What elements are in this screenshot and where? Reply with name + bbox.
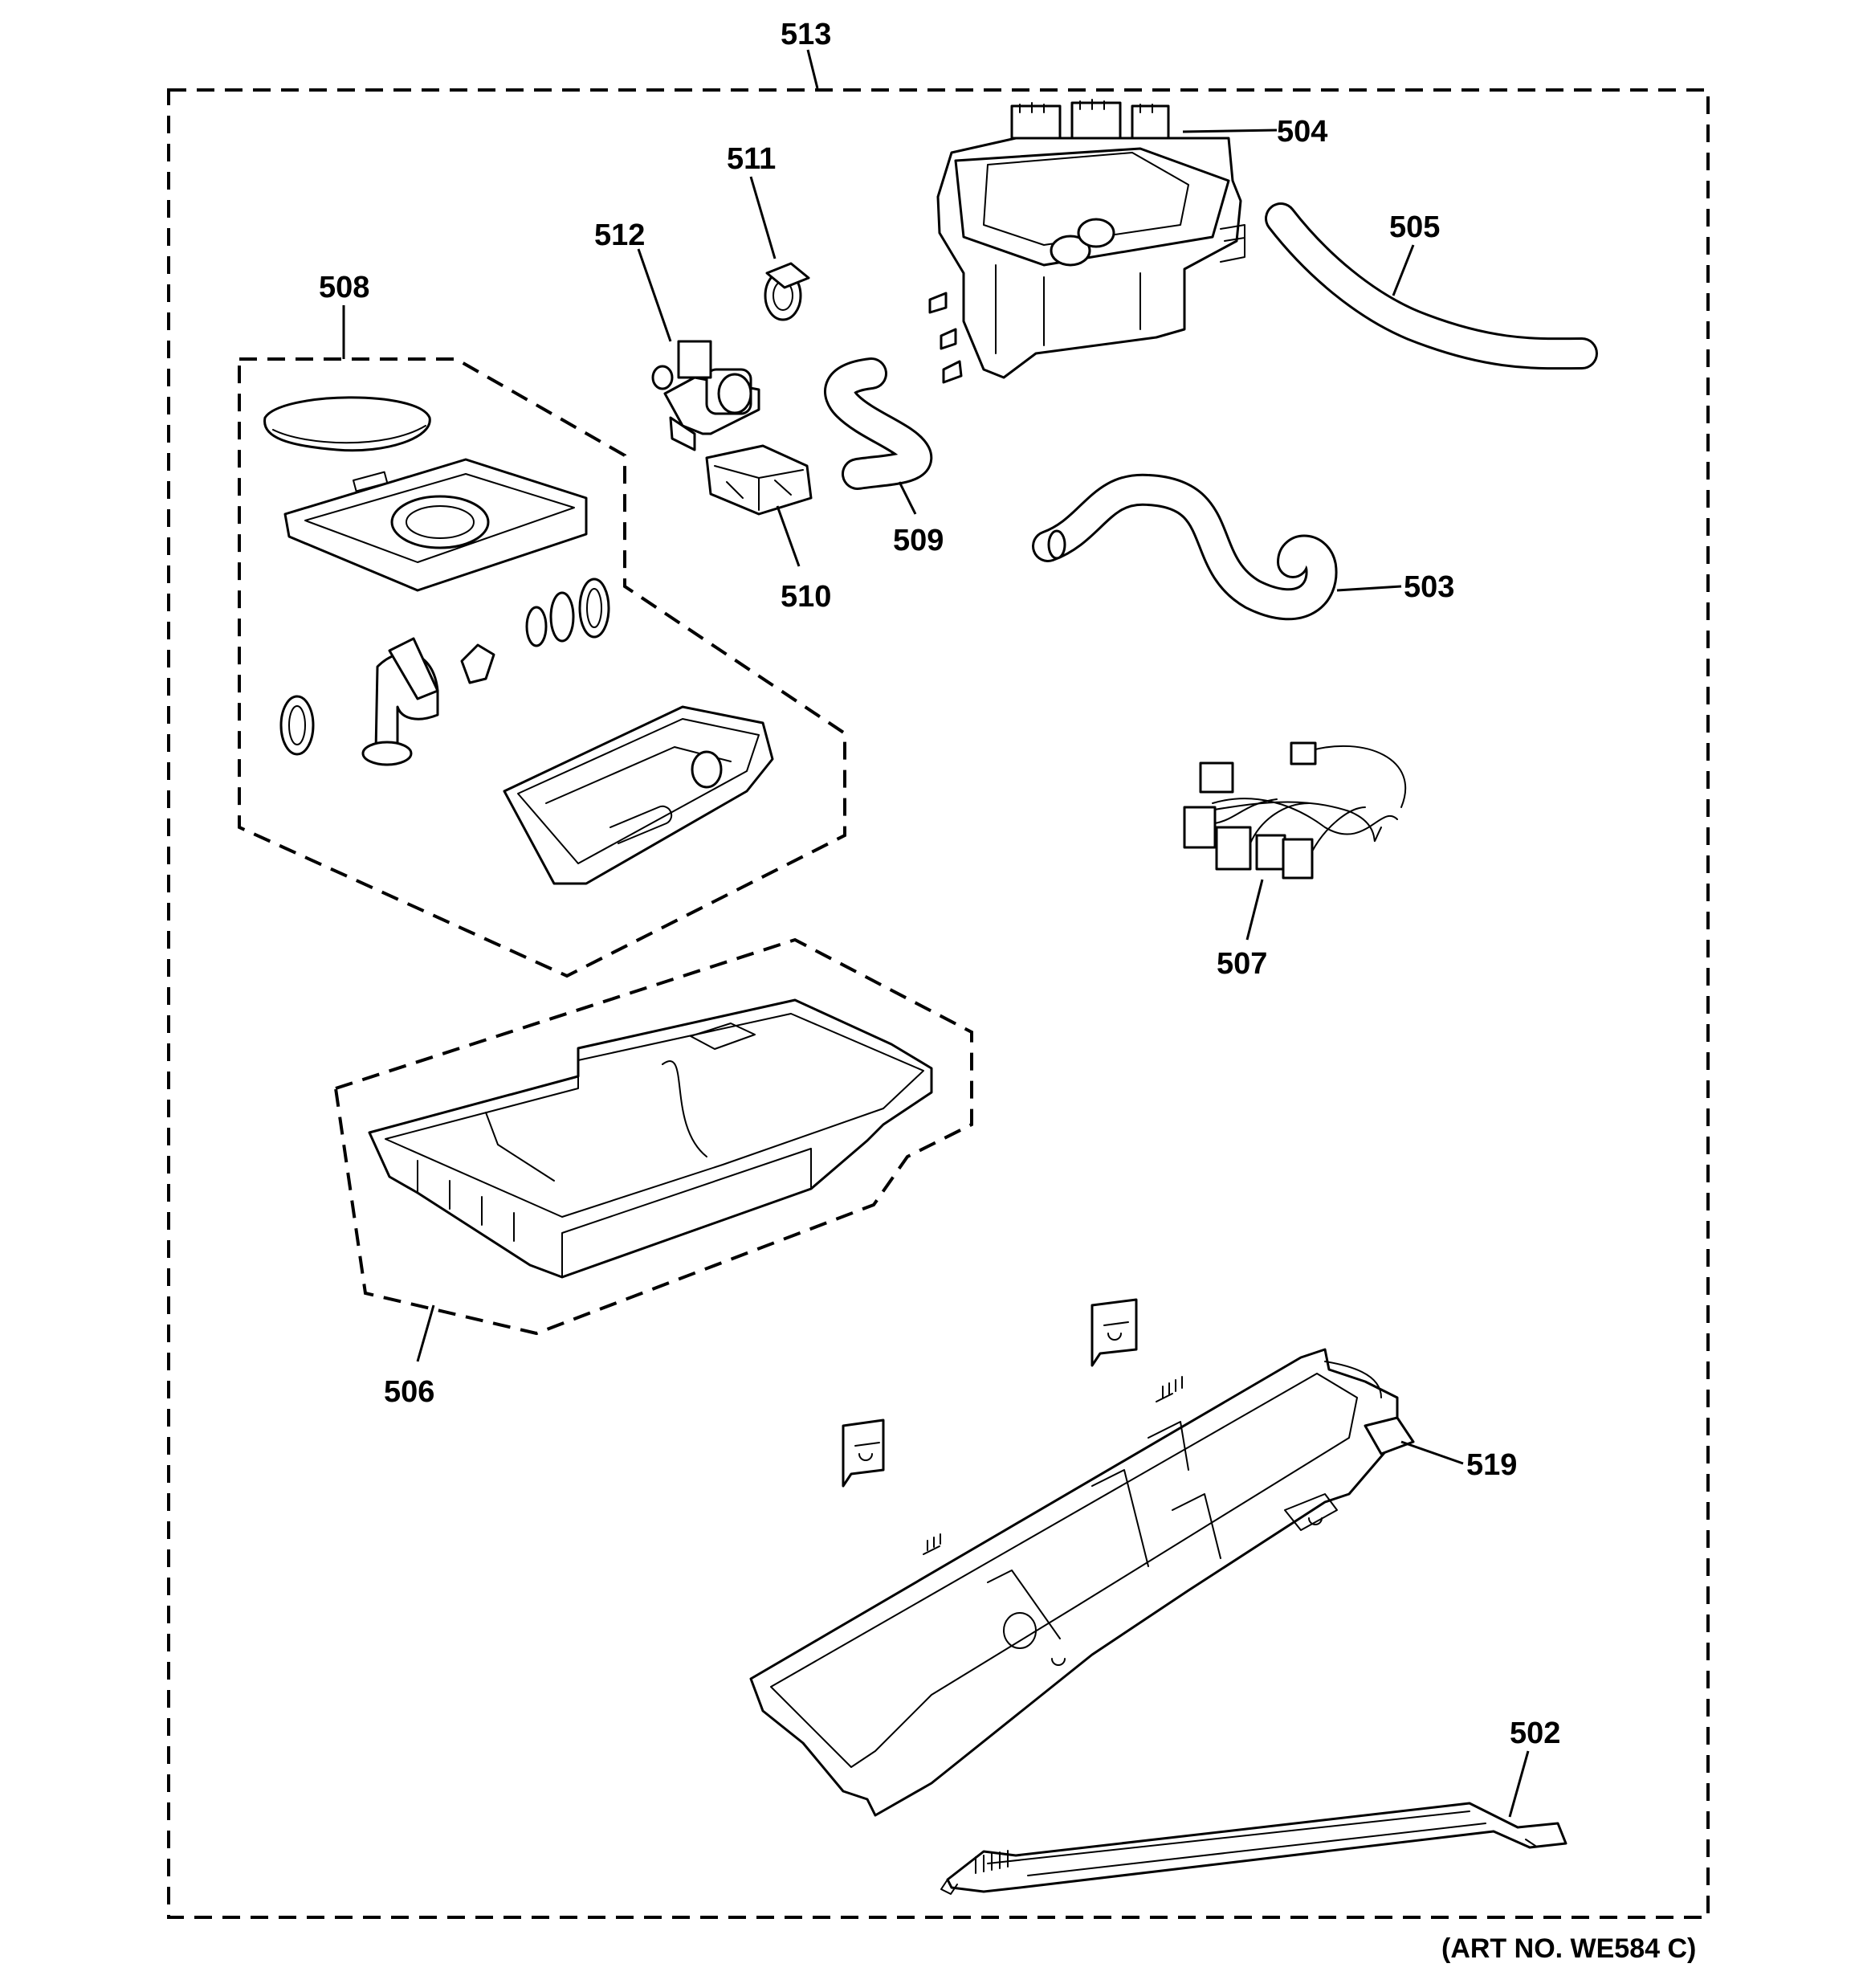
part-519-base-assembly: [749, 1298, 1415, 1817]
part-510-clip: [705, 444, 813, 516]
part-502-bracket: [940, 1802, 1567, 1895]
callout-503: 503: [1404, 570, 1454, 604]
callout-507: 507: [1217, 947, 1267, 981]
callout-504: 504: [1277, 115, 1327, 149]
callout-506: 506: [384, 1375, 434, 1409]
leader-509: [898, 481, 917, 515]
part-504-steam-generator: [928, 99, 1245, 384]
callout-512: 512: [594, 218, 645, 252]
leader-510: [776, 505, 801, 567]
part-503-hose: [1032, 473, 1338, 621]
leader-511: [749, 176, 777, 259]
leader-513: [806, 49, 819, 89]
callout-513: 513: [781, 18, 831, 51]
subassembly-508-boundary: [238, 357, 846, 978]
subassembly-506-boundary: [333, 937, 973, 1336]
callout-509: 509: [893, 524, 944, 557]
leader-505: [1392, 244, 1415, 296]
callout-502: 502: [1510, 1717, 1560, 1750]
callout-511: 511: [727, 142, 776, 176]
subassembly-506-housing: [368, 998, 933, 1279]
callout-519: 519: [1466, 1448, 1517, 1482]
leader-519: [1400, 1440, 1464, 1465]
leader-504: [1182, 129, 1278, 133]
callout-505: 505: [1389, 210, 1440, 244]
leader-502: [1508, 1750, 1530, 1818]
callout-508: 508: [319, 271, 369, 304]
part-505-hose: [1265, 202, 1598, 370]
art-number: (ART NO. WE584 C): [1441, 1933, 1696, 1964]
part-512-valve: [651, 340, 760, 451]
callout-510: 510: [781, 580, 831, 614]
leader-506: [416, 1304, 435, 1362]
assembly-513-boundary: [167, 88, 1710, 1919]
part-507-wire-harness: [1183, 741, 1407, 880]
subassembly-508-dispenser: [263, 396, 774, 885]
leader-507: [1245, 879, 1264, 941]
part-509-hose: [824, 357, 932, 490]
part-511-clamp: [764, 262, 810, 321]
leader-503: [1336, 585, 1402, 592]
leader-512: [637, 248, 672, 342]
